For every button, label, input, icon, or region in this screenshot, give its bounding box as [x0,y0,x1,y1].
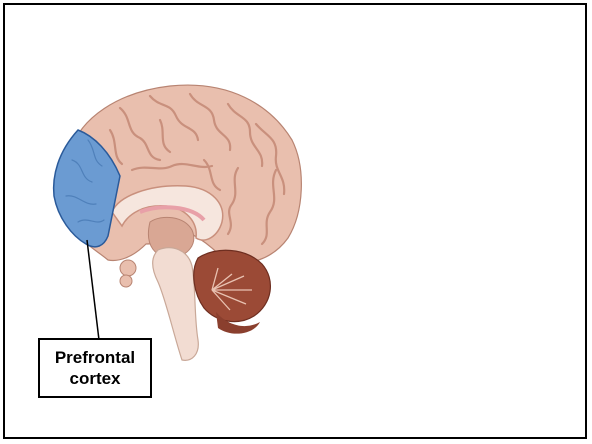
label-line-1: Prefrontal [55,347,135,368]
brainstem [153,248,199,361]
label-line-2: cortex [69,368,120,389]
pituitary [120,260,136,276]
leader-line [87,240,99,340]
prefrontal-cortex-label: Prefrontal cortex [38,338,152,398]
cerebellum [194,250,271,321]
